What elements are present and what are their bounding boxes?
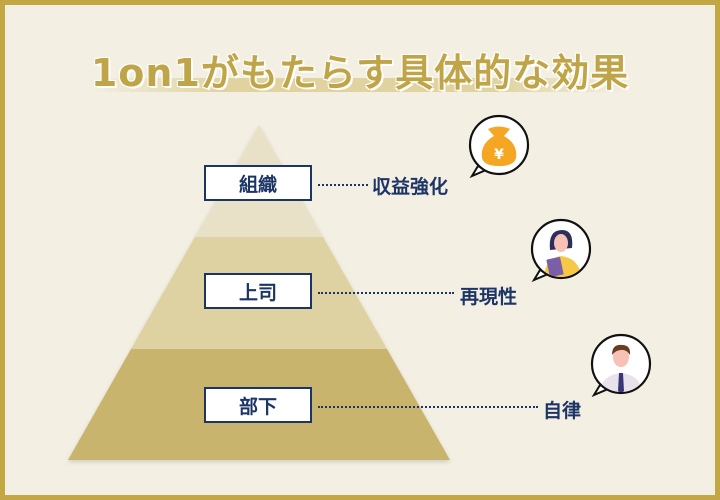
tier-label-subordinate: 部下 <box>204 387 312 423</box>
woman-with-tablet-icon <box>530 218 592 283</box>
benefit-autonomy: 自律 <box>543 400 582 422</box>
svg-text:¥: ¥ <box>494 147 504 163</box>
tier-label-manager: 上司 <box>204 273 312 309</box>
page-title: 1on1がもたらす具体的な効果 <box>90 51 630 95</box>
tier-label-organization: 組織 <box>204 165 312 201</box>
title-underline <box>90 78 630 92</box>
connector-dots <box>318 184 368 186</box>
connector-dots <box>318 406 538 408</box>
man-in-shirt-icon <box>590 333 652 398</box>
money-bag-yen-icon: ¥ <box>468 114 530 179</box>
benefit-revenue: 収益強化 <box>372 176 449 198</box>
connector-dots <box>318 292 454 294</box>
benefit-reproducibility: 再現性 <box>460 286 518 308</box>
